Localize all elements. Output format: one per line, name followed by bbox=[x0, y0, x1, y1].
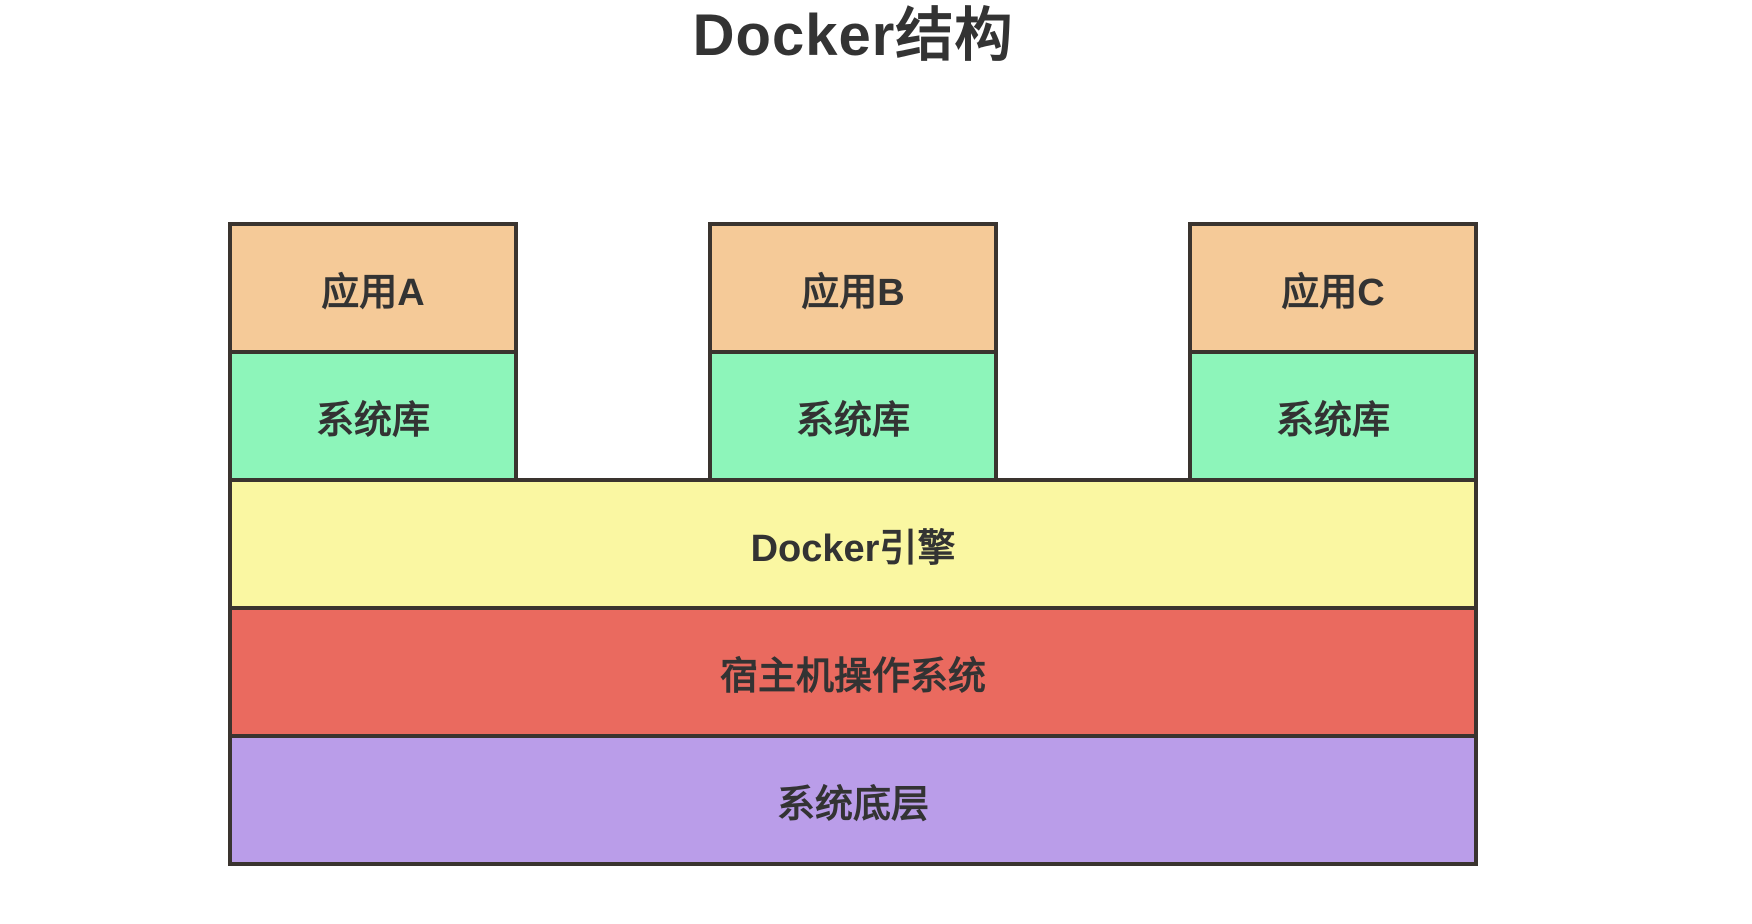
container-column-c: 应用C 系统库 bbox=[1188, 222, 1478, 482]
container-column-b: 应用B 系统库 bbox=[708, 222, 998, 482]
docker-engine-layer: Docker引擎 bbox=[228, 478, 1478, 610]
syslib-a-box: 系统库 bbox=[228, 350, 518, 482]
app-c-box: 应用C bbox=[1188, 222, 1478, 354]
containers-row: 应用A 系统库 应用B 系统库 应用C 系统库 bbox=[228, 222, 1478, 482]
container-column-a: 应用A 系统库 bbox=[228, 222, 518, 482]
app-a-box: 应用A bbox=[228, 222, 518, 354]
diagram-title: Docker结构 bbox=[692, 3, 1014, 68]
app-b-box: 应用B bbox=[708, 222, 998, 354]
system-base-layer: 系统底层 bbox=[228, 734, 1478, 866]
layer-stack: 应用A 系统库 应用B 系统库 应用C 系统库 Docker引擎 宿主机操作系统… bbox=[228, 222, 1478, 866]
syslib-b-box: 系统库 bbox=[708, 350, 998, 482]
syslib-c-box: 系统库 bbox=[1188, 350, 1478, 482]
host-os-layer: 宿主机操作系统 bbox=[228, 606, 1478, 738]
